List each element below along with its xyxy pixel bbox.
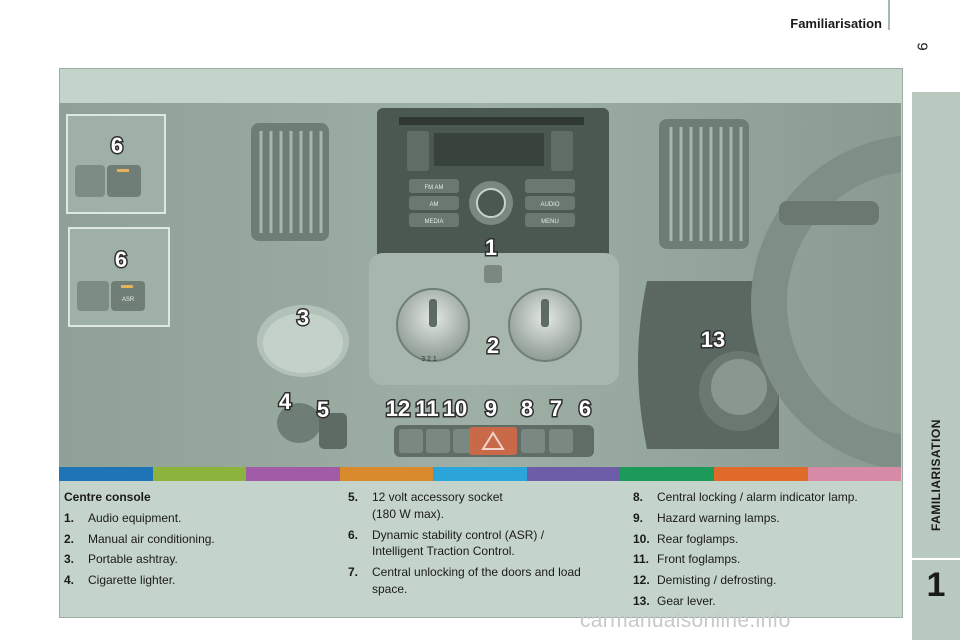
color-strip-segment (713, 467, 808, 481)
color-strip-segment (526, 467, 621, 481)
item-text: Front foglamps. (657, 552, 741, 567)
callout-6-inset-bottom: 6 (115, 247, 127, 272)
legend-item: 10. Rear foglamps. (633, 531, 898, 548)
item-text: 12 volt accessory socket (180 W max). (372, 490, 503, 521)
callout-5: 5 (317, 397, 329, 422)
callout-1: 1 (485, 235, 497, 260)
legend-item: 4. Cigarette lighter. (64, 572, 334, 589)
color-strip-segment (339, 467, 434, 481)
legend-item: 11. Front foglamps. (633, 551, 898, 568)
legend-column-3: 8. Central locking / alarm indicator lamp… (633, 489, 898, 614)
item-number: 9. (633, 510, 644, 525)
legend-item: 5. 12 volt accessory socket (180 W max). (348, 489, 618, 523)
callout-6-inset-top: 6 (111, 133, 123, 158)
item-number: 5. (348, 490, 359, 504)
item-number: 13. (633, 593, 650, 608)
legend-item: 3. Portable ashtray. (64, 551, 334, 568)
item-number: 8. (633, 490, 644, 504)
item-number: 4. (64, 573, 75, 588)
watermark: carmanualsonline.info (580, 609, 791, 632)
header-title: Familiarisation (790, 16, 882, 31)
legend-title: Centre console (64, 490, 151, 504)
item-number: 11. (633, 552, 650, 567)
legend-item: 9. Hazard warning lamps. (633, 510, 898, 527)
callout-10: 10 (443, 396, 467, 421)
legend-item: 6. Dynamic stability control (ASR) / Inte… (348, 527, 618, 561)
callout-11: 11 (415, 396, 438, 421)
callout-2: 2 (487, 333, 499, 358)
item-text: Cigarette lighter. (88, 573, 176, 588)
color-strip-segment (152, 467, 247, 481)
asr-switch-label: ASR (122, 297, 135, 303)
legend-item: 12. Demisting / defrosting. (633, 572, 898, 589)
radio-button-media: MEDIA (424, 219, 443, 225)
callout-8: 8 (521, 396, 533, 421)
item-number: 2. (64, 531, 75, 546)
item-number: 1. (64, 510, 75, 525)
item-number: 3. (64, 552, 75, 567)
item-number: 6. (348, 527, 359, 542)
page-number: 9 (913, 42, 931, 51)
radio-button-am: AM (430, 202, 439, 208)
header-divider (888, 0, 890, 30)
callout-6: 6 (579, 396, 591, 421)
color-strip-segment (59, 467, 153, 481)
color-strip (59, 467, 902, 481)
callout-3: 3 (297, 305, 309, 330)
radio-button-fm-am: FM AM (425, 185, 444, 191)
legend-item: 8. Central locking / alarm indicator lamp… (633, 489, 898, 506)
color-strip-segment (433, 467, 527, 481)
legend-column-2: 5.12 volt accessory socket (180 W max). … (348, 489, 618, 602)
item-number: 7. (348, 565, 359, 580)
item-text: Central unlocking of the doors and load … (372, 565, 581, 596)
item-text: Portable ashtray. (88, 552, 178, 567)
chapter-side-tab (912, 92, 960, 640)
callout-4: 4 (279, 389, 292, 414)
item-text: Dynamic stability control (ASR) / Intell… (372, 527, 545, 559)
callout-7: 7 (550, 396, 562, 421)
legend-item: 2. Manual air conditioning. (64, 531, 334, 548)
svg-text:3 2 1: 3 2 1 (421, 356, 437, 363)
item-number: 12. (633, 573, 650, 588)
item-text: Gear lever. (657, 593, 716, 608)
color-strip-segment (807, 467, 902, 481)
chapter-side-label: FAMILIARISATION (929, 419, 943, 531)
color-strip-segment (246, 467, 340, 481)
item-text: Demisting / defrosting. (657, 573, 777, 588)
centre-console-photo: ASR FM AM AM MEDIA AUDIO MENU 3 2 1 (59, 103, 901, 467)
item-number: 10. (633, 531, 650, 546)
radio-button-menu: MENU (541, 219, 559, 225)
chapter-number: 1 (926, 566, 946, 604)
color-strip-segment (620, 467, 714, 481)
legend-column-1: Centre console 1. Audio equipment. 2. Manu… (64, 489, 334, 593)
radio-button-audio: AUDIO (540, 202, 559, 208)
legend-item: 1. Audio equipment. (64, 510, 334, 527)
callout-9: 9 (485, 396, 497, 421)
callout-12: 12 (386, 396, 410, 421)
legend-item: 13. Gear lever. (633, 593, 898, 610)
item-text: Audio equipment. (88, 510, 182, 525)
legend-item: 7. Central unlocking of the doors and loa… (348, 564, 618, 598)
callout-13: 13 (701, 327, 725, 352)
item-text: Central locking / alarm indicator lamp. (657, 490, 858, 504)
item-text: Manual air conditioning. (88, 531, 215, 546)
side-tab-divider (912, 558, 960, 560)
item-text: Rear foglamps. (657, 531, 739, 546)
item-text: Hazard warning lamps. (657, 510, 780, 525)
